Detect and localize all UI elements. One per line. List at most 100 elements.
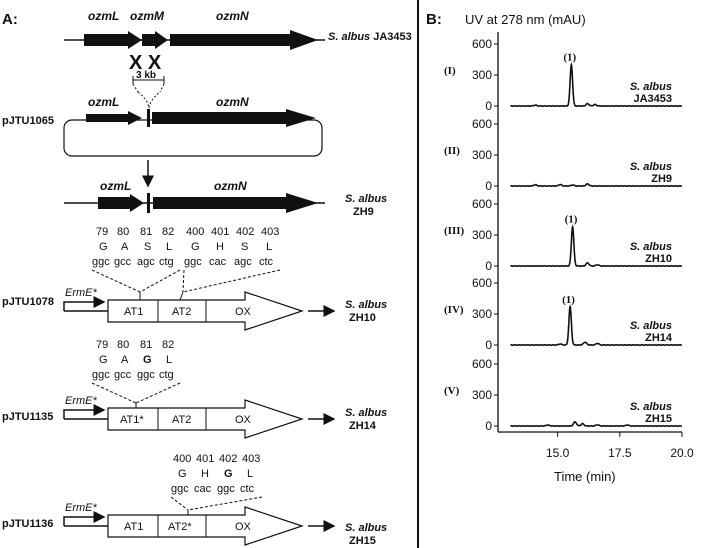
aa-G2: G — [191, 241, 200, 253]
strain-id-zh10: ZH10 — [349, 312, 376, 324]
codon-6: cac — [209, 256, 227, 268]
y-tick-label: 300 — [472, 228, 492, 242]
ozmL-gene-arrow — [84, 31, 142, 49]
trace-strain-species: S. albus — [630, 241, 672, 253]
strain-id-zh9: ZH9 — [353, 206, 374, 218]
y-tick-label: 600 — [472, 276, 492, 290]
codon-b2: gcc — [114, 369, 132, 381]
trace-strain-species: S. albus — [630, 81, 672, 93]
pos-400c: 400 — [173, 453, 191, 465]
construct-pjtu1135: 79 80 81 82 G A G L ggc gcc ggc ctg pJTU… — [2, 339, 387, 439]
zh9-cluster: ozmL ozmN S. albus ZH9 — [64, 179, 387, 218]
y-tick-label: 300 — [472, 68, 492, 82]
trace-line — [510, 304, 682, 346]
peak-label: (1) — [563, 52, 576, 64]
ozmN-gene-arrow — [170, 30, 318, 50]
y-tick-label: 300 — [472, 148, 492, 162]
trace-panel-label: (IV) — [444, 304, 464, 316]
domain-AT1-mut: AT1* — [120, 414, 144, 426]
y-tick-label: 0 — [485, 99, 492, 113]
wildtype-cluster: ozmL ozmM ozmN S. albus JA3453 — [64, 9, 412, 50]
trace-line — [510, 62, 682, 107]
domain-AT1-c: AT1 — [124, 521, 143, 533]
pos-401: 401 — [211, 226, 229, 238]
aa-mutant-G402: G — [224, 468, 233, 480]
trace-line — [510, 421, 682, 427]
x-tick-label: 15.0 — [546, 446, 570, 460]
zh9-gene-ozmL: ozmL — [100, 179, 131, 193]
domain-AT2-b: AT2 — [172, 414, 191, 426]
domain-AT2: AT2 — [172, 306, 191, 318]
domain-OX-c: OX — [235, 521, 252, 533]
plasmid-label-pjtu1078: pJTU1078 — [2, 296, 54, 308]
codon-c2: cac — [194, 483, 212, 495]
y-tick-label: 600 — [472, 197, 492, 211]
trace-panel-label: (III) — [444, 225, 465, 237]
trace-panel-label: (V) — [444, 385, 460, 397]
plasmid-label-pjtu1065: pJTU1065 — [2, 115, 54, 127]
pos-401c: 401 — [196, 453, 214, 465]
codon-b3: ggc — [137, 369, 155, 381]
aa-Gb: G — [99, 354, 108, 366]
aa-H: H — [216, 241, 224, 253]
trace-line — [510, 183, 682, 187]
codon-4: ctg — [159, 256, 174, 268]
promoter-ermE-c: ErmE* — [65, 502, 98, 514]
y-tick-label: 300 — [472, 388, 492, 402]
aa-Gc: G — [178, 468, 187, 480]
deletion-size-label: 3 kb — [136, 70, 156, 81]
trace-strain-id: ZH10 — [645, 253, 672, 265]
promoter-ermE-b: ErmE* — [65, 395, 98, 407]
construct-pjtu1136: 400 401 402 403 G H G L ggc cac ggc ctc … — [2, 453, 387, 547]
y-tick-label: 0 — [485, 259, 492, 273]
pos-400: 400 — [186, 226, 204, 238]
trace-strain-id: JA3453 — [633, 93, 672, 105]
panel-b-label: B: — [426, 11, 442, 28]
strain-id-zh15: ZH15 — [349, 535, 376, 547]
peak-label: (1) — [565, 214, 578, 226]
aa-mutant-G81: G — [143, 354, 152, 366]
codon-5: ggc — [184, 256, 202, 268]
pjtu1065-gene-ozmN: ozmN — [216, 95, 249, 109]
codon-b1: ggc — [92, 369, 110, 381]
gene-label-ozmM: ozmM — [130, 9, 165, 23]
plasmid-label-pjtu1135: pJTU1135 — [2, 411, 53, 423]
strain-species-zh14: S. albus — [345, 407, 387, 419]
trace-panel-label: (II) — [444, 145, 460, 157]
x-tick-label: 17.5 — [608, 446, 632, 460]
codon-2: gcc — [114, 256, 132, 268]
codon-7: agc — [234, 256, 252, 268]
strain-species-zh15: S. albus — [345, 522, 387, 534]
pjtu1065-gene-ozmL: ozmL — [88, 95, 119, 109]
ozmM-gene-arrow — [142, 31, 168, 49]
aa-Hc: H — [201, 468, 209, 480]
codon-8: ctc — [259, 256, 274, 268]
domain-OX-b: OX — [235, 414, 252, 426]
y-tick-label: 0 — [485, 338, 492, 352]
codon-c4: ctc — [240, 483, 255, 495]
trace-panel-label: (I) — [444, 65, 456, 77]
y-tick-label: 600 — [472, 357, 492, 371]
trace-strain-id: ZH9 — [651, 173, 672, 185]
domain-AT2-mut: AT2* — [168, 521, 192, 533]
chart-xlabel: Time (min) — [554, 469, 616, 484]
codon-c1: ggc — [171, 483, 189, 495]
codon-1: ggc — [92, 256, 110, 268]
deletion-bracket: 3 kb — [132, 70, 165, 109]
y-tick-label: 600 — [472, 37, 492, 51]
panel-a: A: ozmL ozmM ozmN S. albus JA3453 X X 3 … — [2, 9, 412, 547]
trace-line — [510, 224, 682, 267]
promoter-ermE: ErmE* — [65, 287, 98, 299]
pos-82: 82 — [162, 226, 174, 238]
aa-A: A — [121, 241, 129, 253]
aa-Ab: A — [121, 354, 129, 366]
codon-3: agc — [137, 256, 155, 268]
pos-403c: 403 — [242, 453, 260, 465]
strain-id-zh14: ZH14 — [349, 420, 377, 432]
